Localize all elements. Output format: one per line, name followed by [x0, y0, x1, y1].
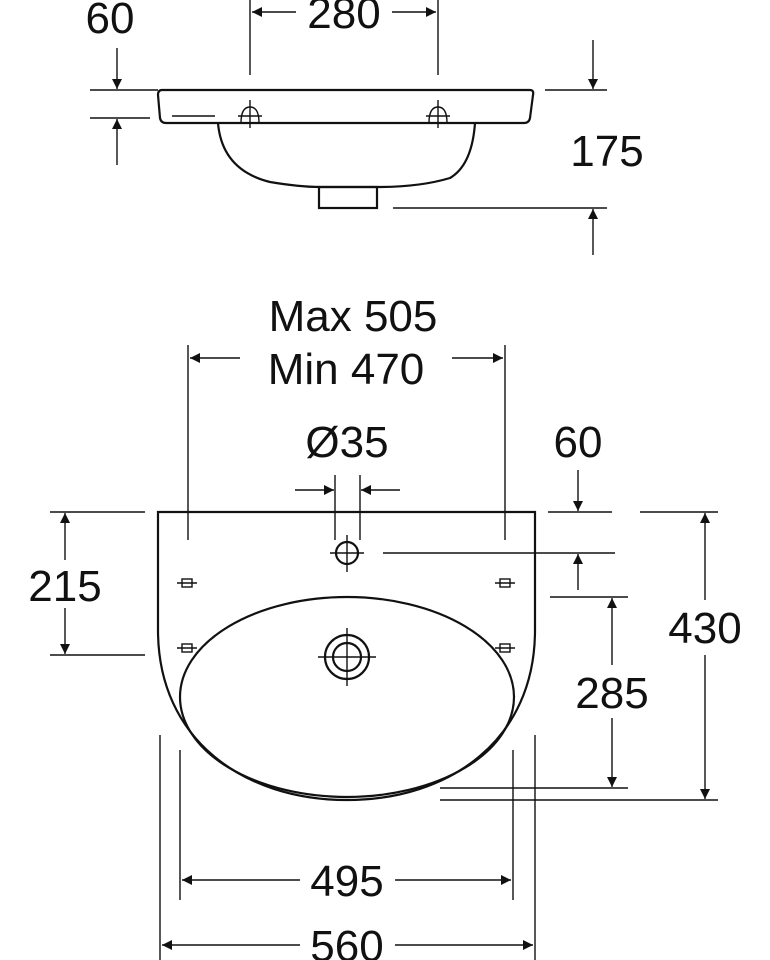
sink-bowl-profile: [216, 122, 477, 189]
tap-hole: [330, 475, 364, 572]
drain-pipe: [317, 185, 379, 210]
dim-rim-thickness: 60: [86, 0, 135, 43]
sink-outline: [156, 510, 537, 802]
basin-bowl: [178, 595, 516, 799]
sink-rim: [156, 88, 535, 125]
dim-overall-width: 560: [310, 922, 383, 960]
dim-bracket-max: Max 505: [269, 292, 438, 341]
side-view: 280 60 175: [86, 0, 644, 255]
mounting-hole-left: [238, 100, 262, 128]
mounting-hole-right: [426, 100, 450, 128]
dim-bowl-width: 495: [310, 857, 383, 906]
dim-hole-spacing: 280: [307, 0, 380, 38]
dim-tap-hole-diameter: Ø35: [305, 418, 388, 467]
dim-bowl-depth: 285: [575, 669, 648, 718]
dim-total-height: 175: [570, 127, 643, 176]
dim-depth: 430: [668, 604, 741, 653]
dim-tap-hole-offset: 60: [554, 418, 603, 467]
wall-fixing-marks: [177, 578, 515, 653]
dim-bracket-min: Min 470: [268, 345, 425, 394]
drain-hole: [318, 628, 376, 686]
plan-view: Max 505 Min 470 Ø35 60 215 285 430: [28, 292, 742, 960]
dim-bracket-height: 215: [28, 562, 101, 611]
